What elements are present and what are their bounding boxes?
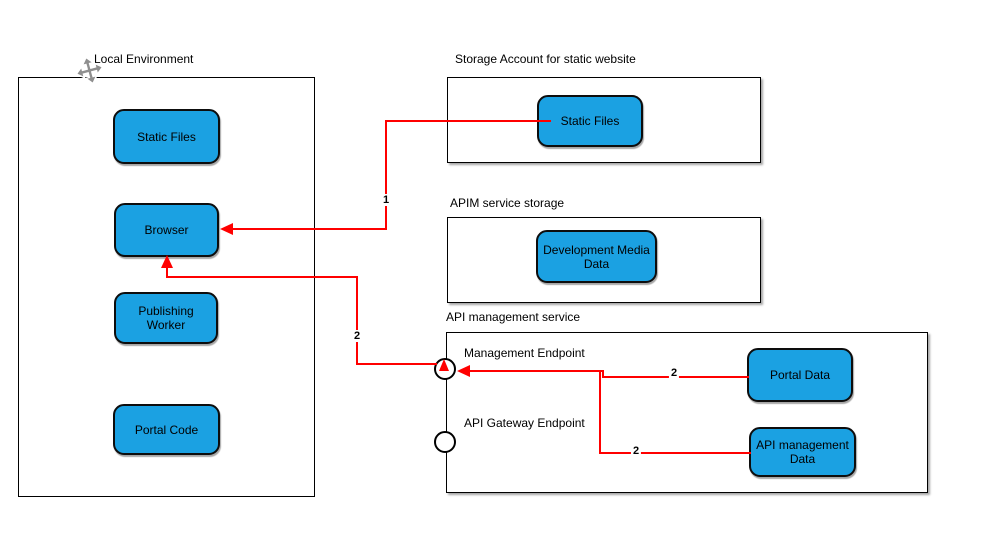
- node-portal-data[interactable]: Portal Data: [747, 348, 853, 402]
- node-browser[interactable]: Browser: [114, 203, 219, 257]
- node-portal-code[interactable]: Portal Code: [113, 404, 220, 455]
- group-title-local-environment: Local Environment: [94, 52, 194, 66]
- node-static-files-storage[interactable]: Static Files: [537, 95, 643, 147]
- group-title-apim-service-storage: APIM service storage: [450, 196, 565, 210]
- node-api-management-data[interactable]: API management Data: [749, 427, 856, 477]
- node-publishing-worker[interactable]: Publishing Worker: [114, 292, 218, 344]
- edge-label-2-portal-data: 2: [668, 367, 680, 379]
- node-label-portal-code: Portal Code: [134, 422, 199, 437]
- group-title-storage-account: Storage Account for static website: [455, 52, 636, 66]
- edge-api-management-data-to-management-endpoint[interactable]: [599, 372, 751, 454]
- node-label-publishing-worker: Publishing Worker: [138, 304, 194, 332]
- node-label-api-management-data: API management Data: [756, 438, 849, 466]
- management-endpoint-label: Management Endpoint: [464, 346, 585, 360]
- node-label-static-files-storage: Static Files: [560, 114, 620, 128]
- api-gateway-endpoint-label: API Gateway Endpoint: [464, 416, 585, 430]
- edge-label-1: 1: [380, 194, 392, 206]
- move-cursor-icon: [76, 57, 103, 84]
- node-static-files-local[interactable]: Static Files: [113, 109, 220, 164]
- node-label-portal-data: Portal Data: [769, 368, 831, 382]
- management-endpoint-circle[interactable]: [434, 358, 456, 380]
- node-label-browser: Browser: [144, 223, 189, 237]
- edge-label-2-browser: 2: [351, 330, 363, 342]
- node-label-static-files-local: Static Files: [137, 129, 196, 144]
- node-label-development-media-data: Development Media Data: [543, 242, 650, 271]
- api-gateway-endpoint-circle[interactable]: [434, 431, 456, 453]
- edge-label-2-api-data: 2: [630, 445, 642, 457]
- node-development-media-data[interactable]: Development Media Data: [536, 230, 657, 283]
- group-title-api-management-service: API management service: [446, 310, 581, 324]
